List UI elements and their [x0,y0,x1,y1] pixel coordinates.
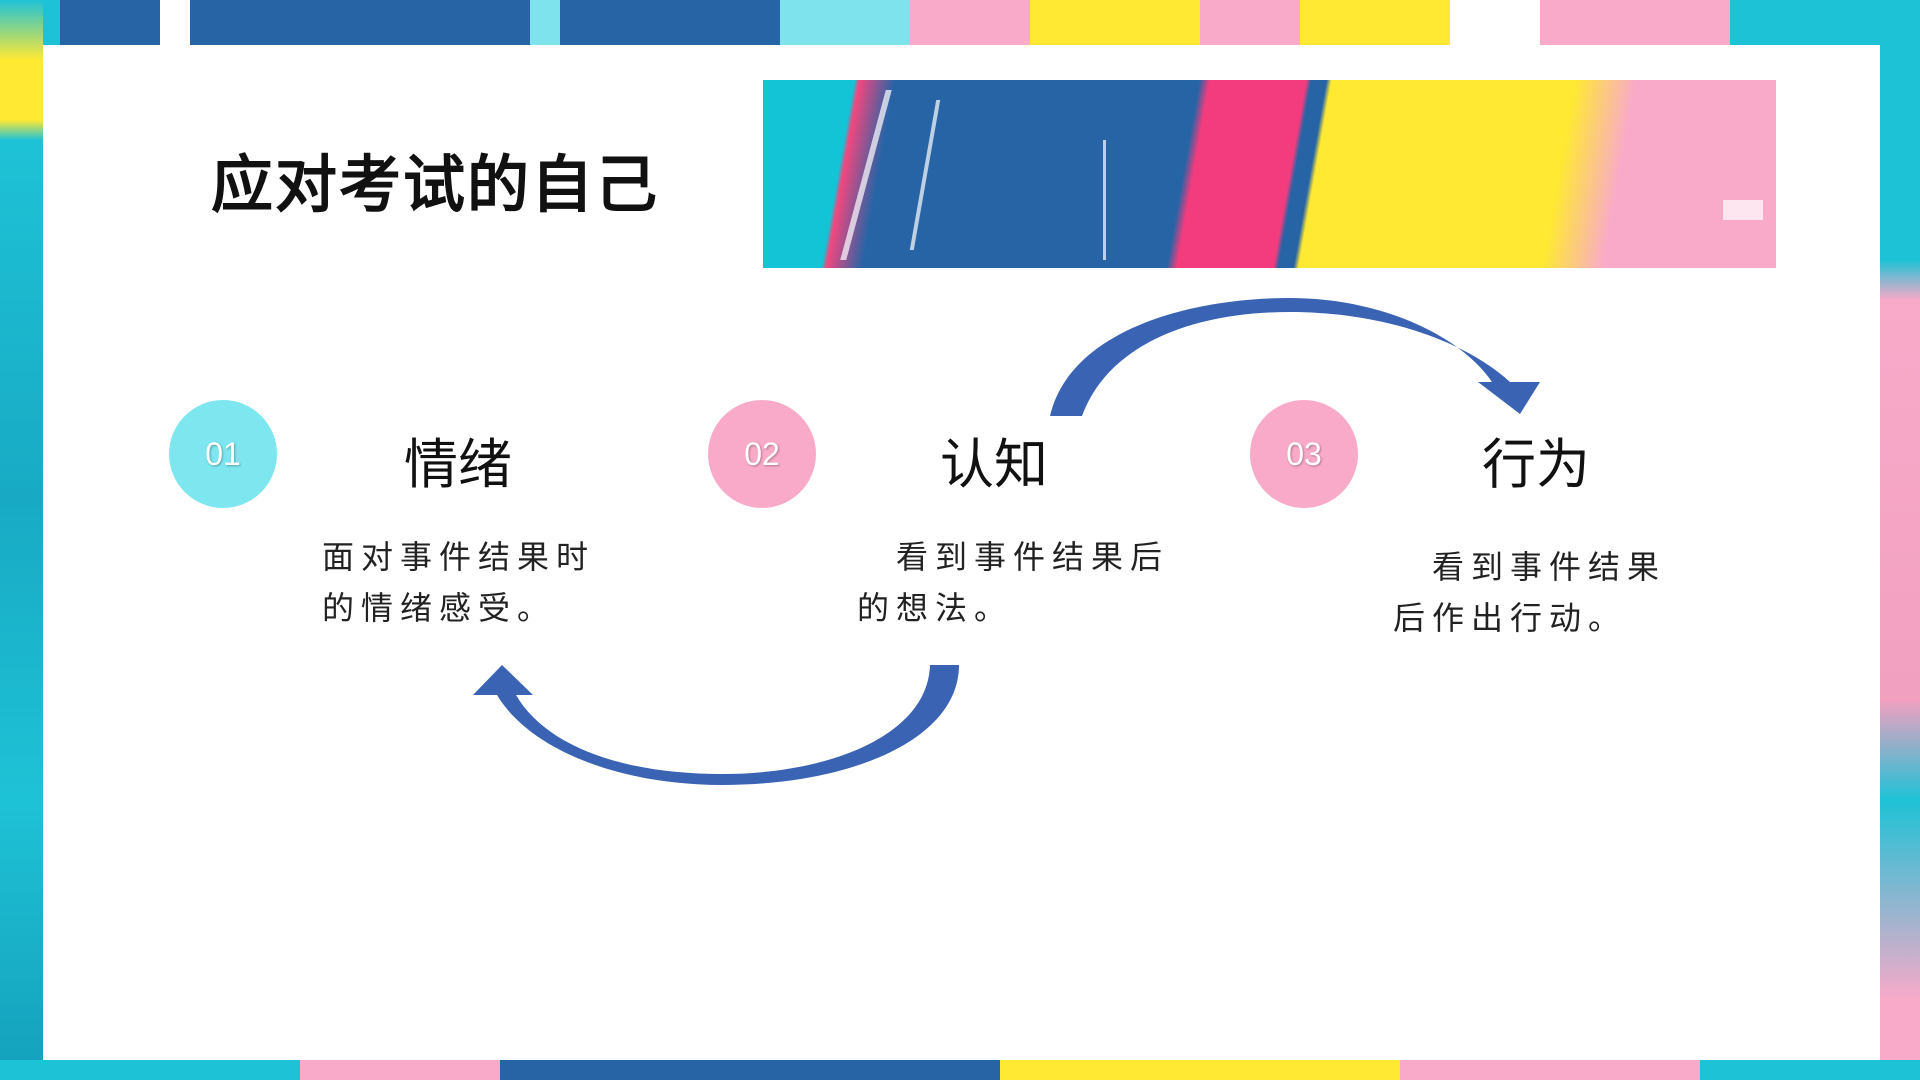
decorative-border-top [0,0,1920,45]
decorative-border-bottom [0,1060,1920,1080]
desc-line: 看到事件结果后 [857,538,1170,576]
arrow-cognition-to-behavior [1050,298,1540,416]
paint-banner-image [763,80,1776,268]
desc-line: 面对事件结果时 [322,538,596,576]
desc-line: 看到事件结果 [1393,548,1667,586]
desc-line: 后作出行动。 [1393,599,1628,637]
step-heading-behavior: 行为 [1482,433,1590,496]
decorative-border-left [0,0,43,1080]
step-heading-cognition: 认知 [940,433,1048,496]
step-description-emotion: 面对事件结果时的情绪感受。 [322,532,595,634]
decorative-border-right [1880,0,1920,1080]
step-description-behavior: 看到事件结果后作出行动。 [1393,542,1666,644]
arrow-cognition-to-emotion [473,665,959,785]
step-number-badge: 01 [169,400,277,508]
step-number-badge: 03 [1250,400,1358,508]
desc-line: 的想法。 [857,589,1014,627]
slide-title: 应对考试的自己 [211,148,660,221]
step-heading-emotion: 情绪 [404,433,512,496]
desc-line: 的情绪感受。 [322,589,557,627]
step-number-badge: 02 [708,400,816,508]
step-description-cognition: 看到事件结果后的想法。 [857,532,1169,634]
